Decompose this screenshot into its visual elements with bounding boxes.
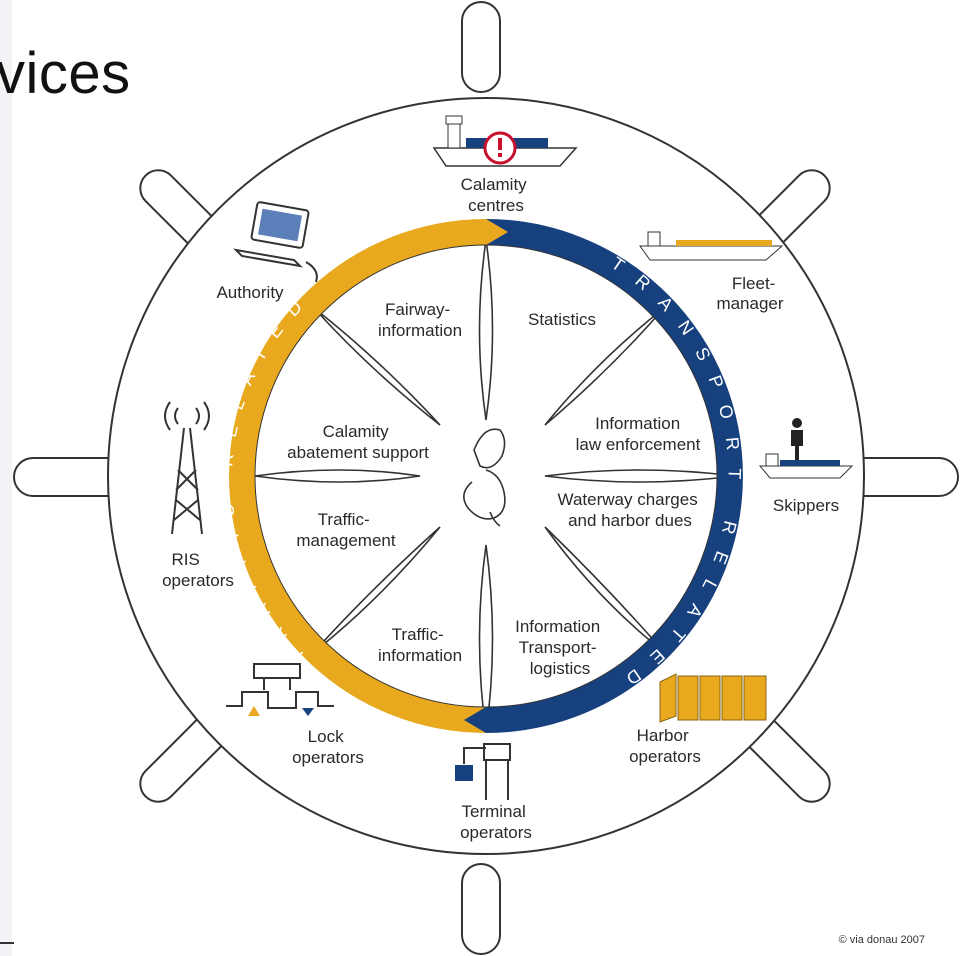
ring-transport-related bbox=[485, 219, 743, 733]
actor-harbor-operators: Harbor operators bbox=[629, 726, 701, 766]
copyright-note: © via donau 2007 bbox=[838, 934, 925, 946]
ring-arrow-top bbox=[486, 219, 508, 245]
actor-lock-operators: Lock operators bbox=[292, 727, 364, 767]
slide-left-strip bbox=[0, 0, 12, 956]
actor-terminal-operators: Terminal operators bbox=[460, 802, 532, 842]
spoke-n bbox=[478, 239, 494, 421]
actor-authority: Authority bbox=[216, 283, 284, 302]
handle-top bbox=[461, 1, 501, 93]
service-statistics: Statistics bbox=[528, 310, 596, 329]
inner-spokes bbox=[254, 239, 736, 733]
skipper-boat-icon bbox=[758, 418, 854, 479]
hand-icon bbox=[463, 428, 506, 527]
service-fairway-information: Fairway- information bbox=[378, 300, 462, 340]
ring-inner-edge bbox=[254, 244, 718, 708]
service-traffic-information: Traffic- information bbox=[378, 625, 462, 665]
service-information-law-enforcement: Information law enforcement bbox=[576, 414, 701, 454]
service-calamity-abatement-support: Calamity abatement support bbox=[287, 422, 429, 462]
service-waterway-charges: Waterway charges and harbor dues bbox=[558, 490, 703, 530]
slide-title: vices bbox=[0, 41, 131, 106]
ship-alert-icon bbox=[432, 115, 578, 167]
radio-tower-icon bbox=[164, 401, 210, 535]
barge-icon bbox=[639, 231, 784, 261]
spoke-w bbox=[254, 469, 421, 483]
slide-rule bbox=[0, 942, 14, 944]
actor-fleet-manager: Fleet- manager bbox=[716, 274, 783, 313]
computer-icon bbox=[233, 201, 318, 283]
actor-calamity-centres: Calamity centres bbox=[461, 175, 532, 215]
actor-ris-operators: RIS operators bbox=[162, 550, 234, 590]
ring-traffic-related bbox=[229, 219, 487, 733]
ring-arrow-bottom bbox=[464, 707, 486, 733]
service-traffic-management: Traffic- management bbox=[296, 510, 396, 550]
containers-icon bbox=[659, 673, 767, 723]
actor-skippers: Skippers bbox=[773, 496, 839, 515]
handle-bottom bbox=[461, 863, 501, 955]
service-information-transport-logistics: Information Transport- logistics bbox=[515, 617, 605, 678]
lock-icon bbox=[226, 663, 334, 716]
crane-icon bbox=[455, 743, 511, 800]
